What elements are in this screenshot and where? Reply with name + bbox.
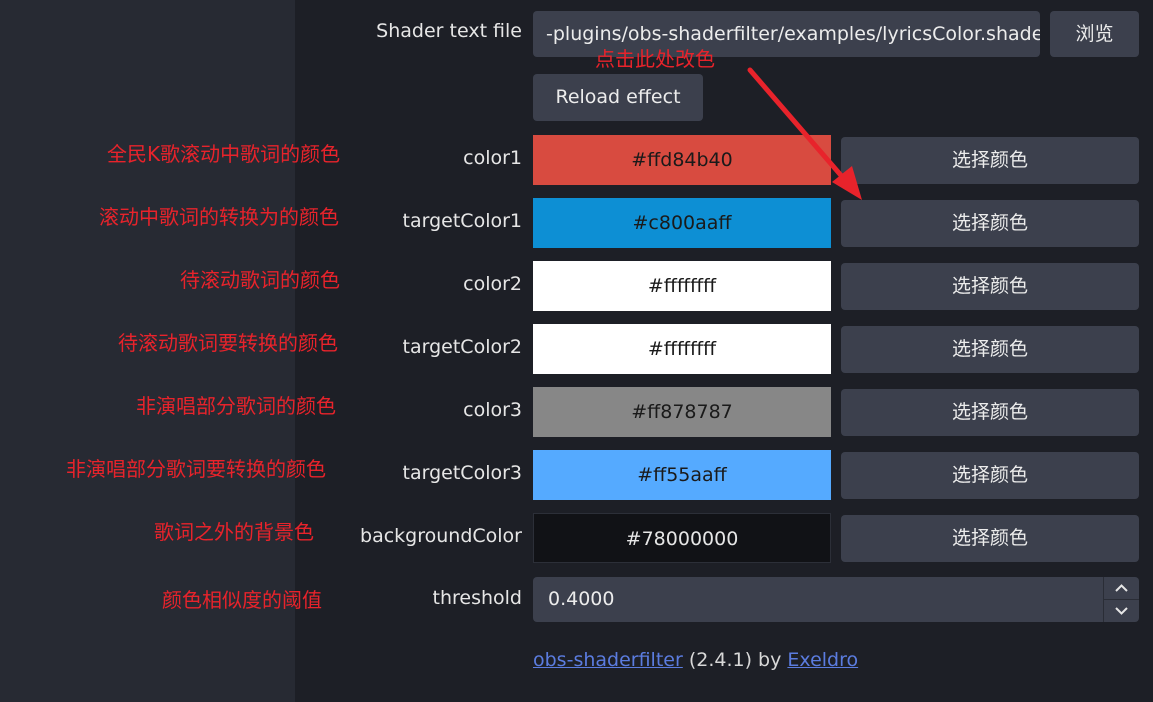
label-color3: color3 (463, 399, 522, 421)
swatch-targetColor2: #ffffffff (533, 324, 831, 374)
footer: obs-shaderfilter (2.4.1) by Exeldro (533, 649, 858, 671)
annotation-color1: 全民K歌滚动中歌词的颜色 (107, 142, 341, 166)
label-backgroundColor: backgroundColor (360, 525, 522, 547)
annotation-backgroundColor: 歌词之外的背景色 (154, 520, 314, 544)
annotation-targetColor2: 待滚动歌词要转换的颜色 (118, 331, 338, 355)
threshold-label: threshold (432, 587, 522, 609)
shader-file-label: Shader text file (376, 20, 522, 42)
annotation-targetColor1: 滚动中歌词的转换为的颜色 (99, 205, 339, 229)
browse-button[interactable]: 浏览 (1050, 11, 1139, 57)
threshold-value[interactable]: 0.4000 (548, 588, 615, 610)
spin-up-button[interactable] (1104, 577, 1139, 600)
reload-effect-button[interactable]: Reload effect (533, 74, 703, 121)
swatch-color2: #ffffffff (533, 261, 831, 311)
pick-color-button-targetColor2[interactable]: 选择颜色 (841, 326, 1139, 373)
version-text: (2.4.1) by (688, 649, 782, 671)
annotation-targetColor3: 非演唱部分歌词要转换的颜色 (66, 457, 326, 481)
pick-color-button-color3[interactable]: 选择颜色 (841, 389, 1139, 436)
plugin-link[interactable]: obs-shaderfilter (533, 649, 683, 671)
swatch-color3: #ff878787 (533, 387, 831, 437)
shader-file-input[interactable]: -plugins/obs-shaderfilter/examples/lyric… (533, 11, 1040, 57)
pick-color-button-targetColor1[interactable]: 选择颜色 (841, 200, 1139, 247)
pick-color-button-targetColor3[interactable]: 选择颜色 (841, 452, 1139, 499)
chevron-down-icon (1115, 607, 1128, 615)
swatch-targetColor3: #ff55aaff (533, 450, 831, 500)
label-targetColor2: targetColor2 (402, 336, 522, 358)
swatch-color1: #ffd84b40 (533, 135, 831, 185)
spin-buttons (1103, 577, 1139, 622)
threshold-annotation: 颜色相似度的阈值 (162, 588, 322, 612)
annotation-color3: 非演唱部分歌词的颜色 (136, 394, 336, 418)
swatch-backgroundColor: #78000000 (533, 513, 831, 563)
click-here-annotation: 点击此处改色 (595, 47, 715, 71)
label-color2: color2 (463, 273, 522, 295)
pick-color-button-backgroundColor[interactable]: 选择颜色 (841, 515, 1139, 562)
chevron-up-icon (1115, 584, 1128, 592)
label-color1: color1 (463, 147, 522, 169)
spin-down-button[interactable] (1104, 600, 1139, 622)
label-targetColor1: targetColor1 (402, 210, 522, 232)
label-targetColor3: targetColor3 (402, 462, 522, 484)
pick-color-button-color1[interactable]: 选择颜色 (841, 137, 1139, 184)
threshold-spinbox[interactable]: 0.4000 (533, 577, 1139, 622)
annotation-color2: 待滚动歌词的颜色 (180, 268, 340, 292)
author-link[interactable]: Exeldro (787, 649, 859, 671)
left-panel (0, 0, 295, 702)
pick-color-button-color2[interactable]: 选择颜色 (841, 263, 1139, 310)
swatch-targetColor1: #c800aaff (533, 198, 831, 248)
